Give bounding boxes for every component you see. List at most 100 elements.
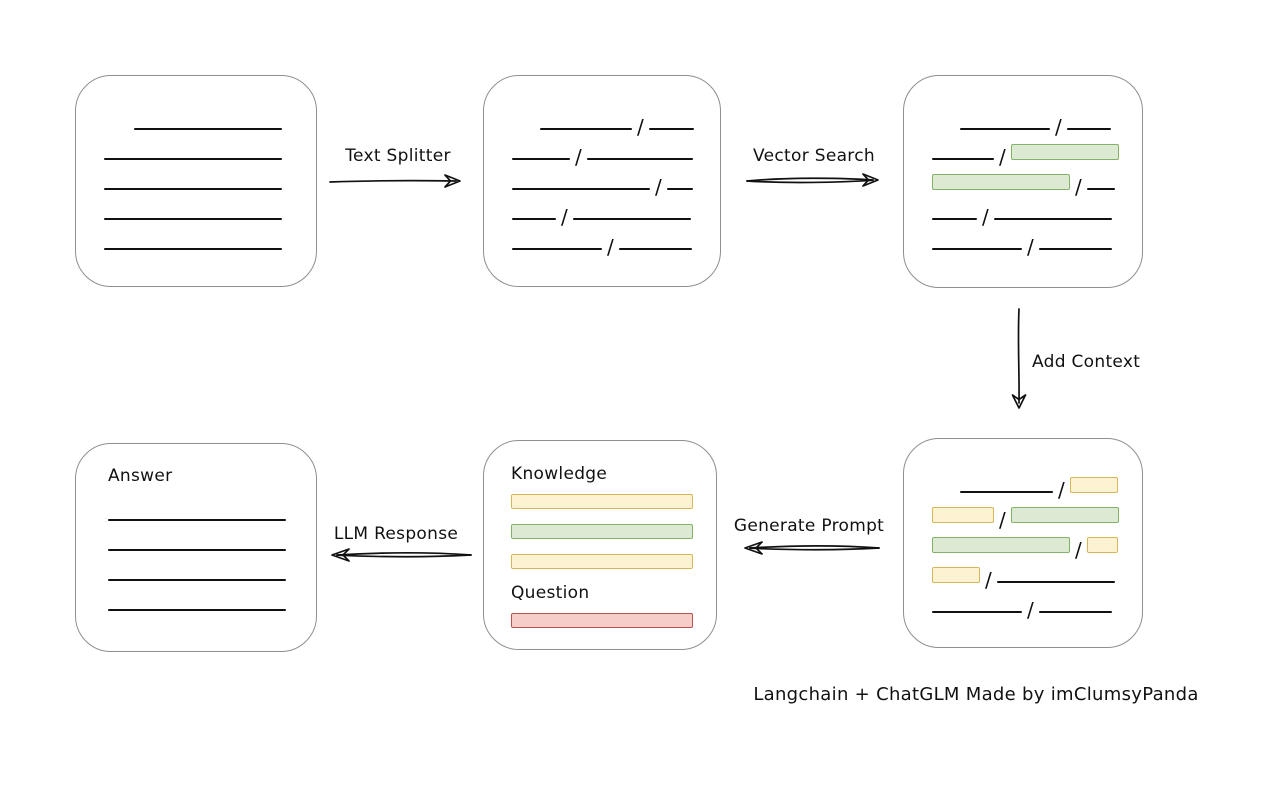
text-line bbox=[1038, 611, 1112, 613]
text-line bbox=[648, 128, 694, 130]
yellow-highlight-chunk bbox=[932, 507, 994, 523]
chunk-row: / bbox=[932, 197, 1142, 227]
green-highlight-chunk bbox=[932, 537, 1070, 553]
chunk-row: / bbox=[932, 590, 1142, 620]
text-line bbox=[572, 218, 691, 220]
chunk-row: / bbox=[512, 227, 720, 257]
yellow-bar bbox=[511, 494, 693, 509]
green-bar bbox=[511, 524, 693, 539]
node-source-document bbox=[75, 75, 317, 287]
slash-separator: / bbox=[607, 235, 614, 259]
text-line bbox=[618, 248, 692, 250]
question-label: Question bbox=[511, 583, 590, 603]
slash-separator: / bbox=[1055, 115, 1062, 139]
llm-response-arrow bbox=[324, 545, 474, 565]
vector-search-arrow bbox=[744, 170, 886, 190]
yellow-highlight-chunk bbox=[932, 567, 980, 583]
slash-separator: / bbox=[1027, 598, 1034, 622]
text-line bbox=[1086, 188, 1115, 190]
diagram-caption: Langchain + ChatGLM Made by imClumsyPand… bbox=[753, 684, 1199, 705]
text-line bbox=[1038, 248, 1112, 250]
slash-separator: / bbox=[1027, 235, 1034, 259]
text-line bbox=[932, 611, 1022, 613]
text-line bbox=[996, 581, 1115, 583]
text-line bbox=[666, 188, 693, 190]
chunk-row: / bbox=[932, 500, 1142, 530]
text-line bbox=[104, 158, 282, 160]
question-bars bbox=[511, 613, 716, 628]
context-chunk-rows: / / / / / bbox=[904, 439, 1142, 620]
chunk-row: / bbox=[512, 167, 720, 197]
text-splitter-arrow bbox=[328, 171, 468, 191]
chunk-row: / bbox=[932, 227, 1142, 257]
chunk-row: / bbox=[932, 530, 1142, 560]
split-chunk-rows: ///// bbox=[484, 76, 720, 257]
text-line bbox=[960, 491, 1053, 493]
text-line bbox=[108, 519, 286, 521]
text-line bbox=[540, 128, 632, 130]
text-line bbox=[512, 218, 556, 220]
document-lines bbox=[76, 76, 316, 257]
slash-separator: / bbox=[1058, 478, 1065, 502]
answer-label: Answer bbox=[108, 466, 173, 486]
node-search-results: ///// bbox=[903, 75, 1143, 288]
chunk-row: / bbox=[512, 197, 720, 227]
llm-response-label: LLM Response bbox=[333, 524, 459, 544]
node-prompt: Knowledge Question bbox=[483, 440, 717, 650]
chunk-row bbox=[108, 528, 316, 558]
chunk-row: / bbox=[932, 560, 1142, 590]
node-answer: Answer bbox=[75, 443, 317, 652]
yellow-highlight-chunk bbox=[1069, 477, 1118, 493]
chunk-row bbox=[108, 588, 316, 618]
add-context-label: Add Context bbox=[1032, 352, 1141, 372]
vector-search-label: Vector Search bbox=[753, 146, 875, 166]
add-context-arrow bbox=[1007, 306, 1033, 418]
text-line bbox=[512, 158, 570, 160]
indent-spacer bbox=[932, 136, 960, 137]
text-line bbox=[108, 549, 286, 551]
slash-separator: / bbox=[982, 205, 989, 229]
text-splitter-label: Text Splitter bbox=[345, 146, 451, 166]
indent-spacer bbox=[932, 499, 960, 500]
yellow-highlight-chunk bbox=[1086, 537, 1118, 553]
text-line bbox=[993, 218, 1112, 220]
text-line bbox=[134, 128, 282, 130]
yellow-bar bbox=[511, 554, 693, 569]
text-line bbox=[1066, 128, 1111, 130]
text-line bbox=[932, 248, 1022, 250]
knowledge-bars bbox=[511, 494, 716, 569]
text-line bbox=[108, 609, 286, 611]
red-bar bbox=[511, 613, 693, 628]
slash-separator: / bbox=[637, 115, 644, 139]
text-line bbox=[932, 158, 994, 160]
search-result-rows: ///// bbox=[904, 76, 1142, 257]
chunk-row: / bbox=[932, 470, 1142, 500]
generate-prompt-label: Generate Prompt bbox=[733, 516, 885, 536]
text-line bbox=[512, 188, 650, 190]
slash-separator: / bbox=[655, 175, 662, 199]
answer-lines bbox=[108, 498, 316, 618]
slash-separator: / bbox=[575, 145, 582, 169]
slash-separator: / bbox=[999, 508, 1006, 532]
chunk-row bbox=[104, 137, 316, 167]
chunk-row: / bbox=[512, 137, 720, 167]
text-line bbox=[104, 218, 282, 220]
text-line bbox=[960, 128, 1050, 130]
chunk-row: / bbox=[932, 107, 1142, 137]
text-line bbox=[512, 248, 602, 250]
slash-separator: / bbox=[1075, 538, 1082, 562]
indent-spacer bbox=[512, 136, 540, 137]
indent-spacer bbox=[104, 136, 134, 137]
chunk-row bbox=[108, 498, 316, 528]
slash-separator: / bbox=[1075, 175, 1082, 199]
green-highlight-chunk bbox=[1010, 144, 1119, 160]
text-line bbox=[108, 579, 286, 581]
knowledge-label: Knowledge bbox=[511, 464, 608, 484]
text-line bbox=[104, 248, 282, 250]
slash-separator: / bbox=[985, 568, 992, 592]
text-line bbox=[586, 158, 693, 160]
chunk-row: / bbox=[932, 137, 1142, 167]
chunk-row bbox=[104, 167, 316, 197]
green-highlight-chunk bbox=[1010, 507, 1119, 523]
